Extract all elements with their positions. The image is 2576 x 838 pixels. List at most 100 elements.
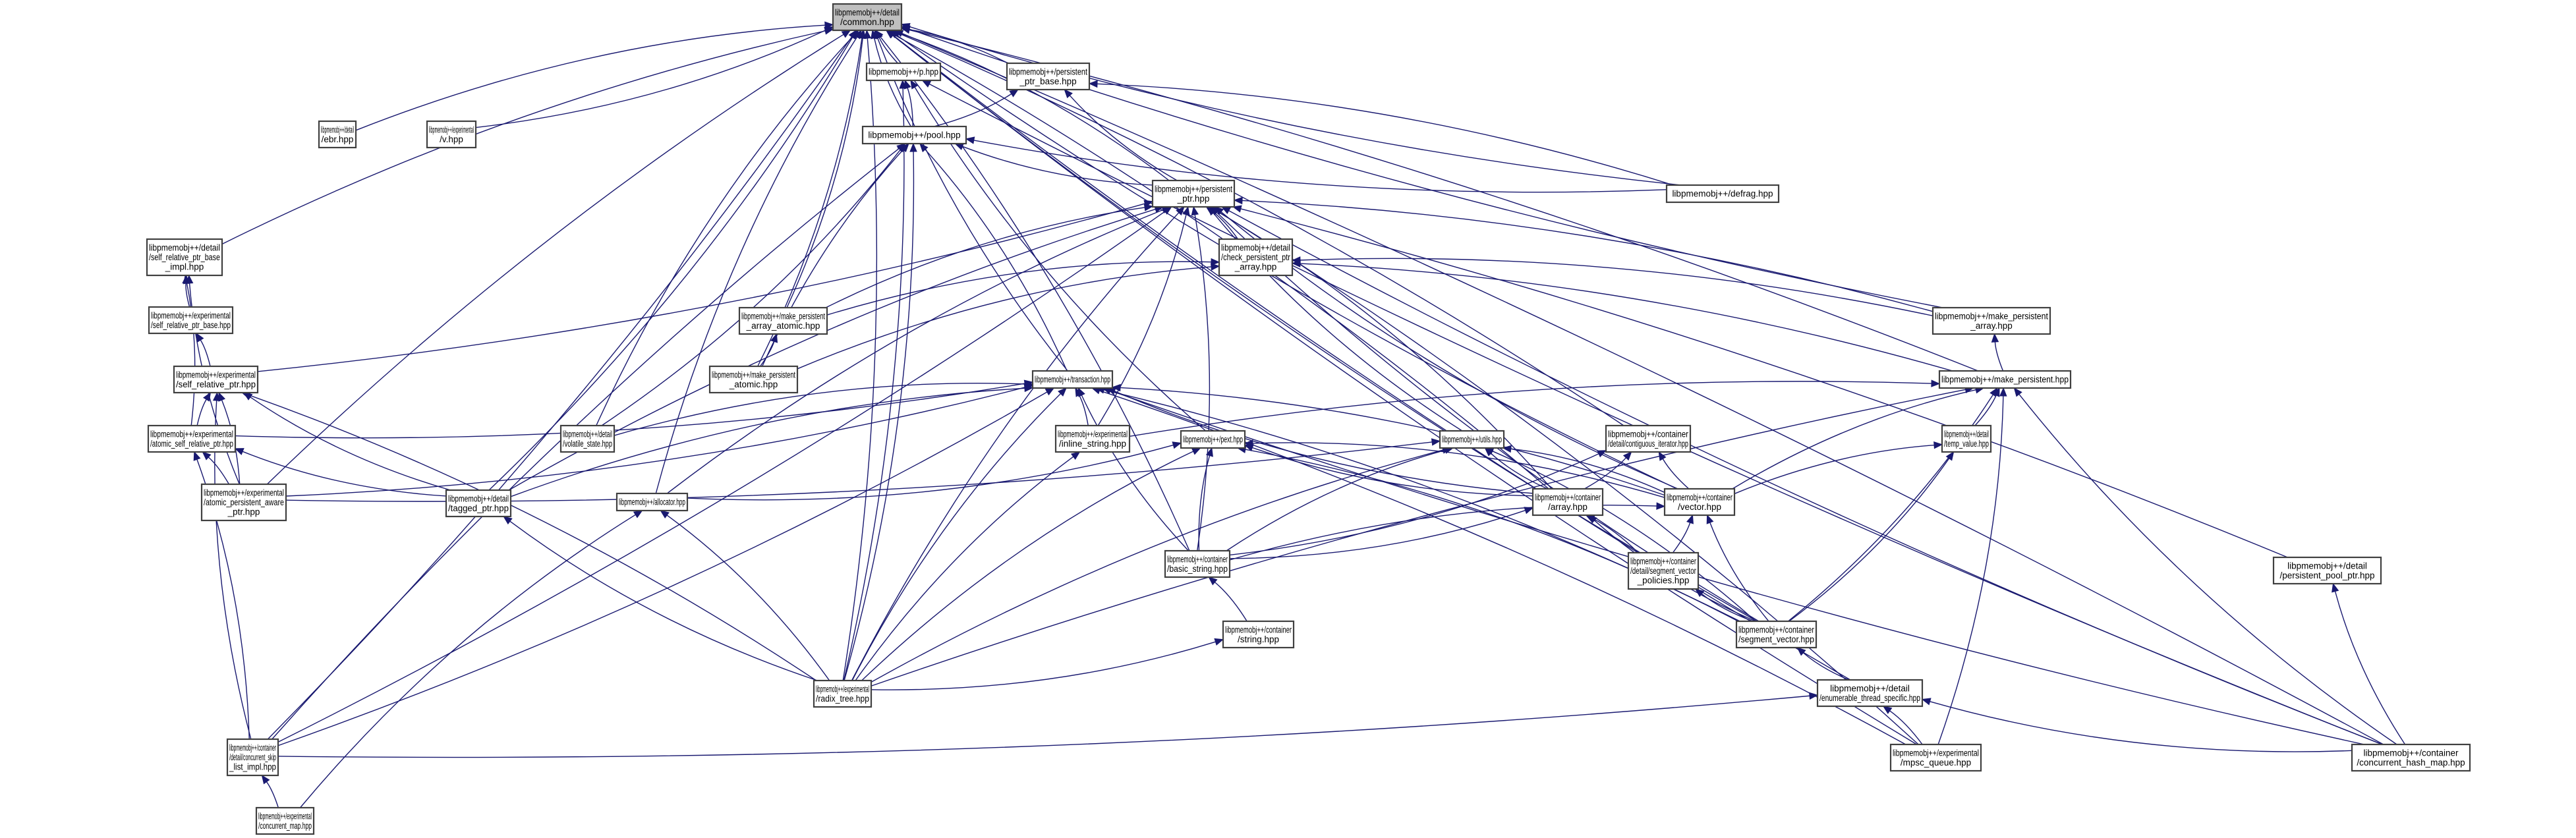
node-label-line: _ptr.hpp <box>227 507 260 517</box>
node-label-line: libpmemobj++/experimental <box>150 429 233 439</box>
edge-line <box>221 30 826 245</box>
dependency-edge <box>1064 89 1178 181</box>
graph-node-vector[interactable]: libpmemobj++/container/vector.hpp <box>1663 488 1736 517</box>
graph-node-persistent-ptr-base[interactable]: libpmemobj++/persistent_ptr_base.hpp <box>1006 62 1091 91</box>
graph-node-concurrent-skip-list-impl[interactable]: libpmemobj++/container/detail/concurrent… <box>226 738 279 777</box>
graph-node-persistent-ptr[interactable]: libpmemobj++/persistent_ptr.hpp <box>1151 179 1236 208</box>
node-box <box>445 489 512 518</box>
node-label-line: /v.hpp <box>440 134 463 144</box>
dependency-edge <box>1088 80 1674 186</box>
node-box <box>1938 370 2072 389</box>
graph-node-enumerable-thread-specific[interactable]: libpmemobj++/detail/enumerable_thread_sp… <box>1816 679 1924 708</box>
graph-node-allocator[interactable]: libpmemobj++/allocator.hpp <box>615 492 689 512</box>
graph-node-p[interactable]: libpmemobj++/p.hpp <box>865 62 942 82</box>
node-label-line: libpmemobj++/detail <box>321 125 354 134</box>
edge-line <box>973 140 1667 193</box>
arrowhead-icon <box>965 136 975 144</box>
graph-node-make-persistent-array-atomic[interactable]: libpmemobj++/make_persistent_array_atomi… <box>738 306 828 335</box>
graph-node-volatile-state[interactable]: libpmemobj++/detail/volatile_state.hpp <box>559 424 615 453</box>
dependency-edge <box>257 200 1154 372</box>
edge-line <box>1492 451 1756 622</box>
edge-line <box>208 457 230 485</box>
graph-node-atomic-self-relative-ptr[interactable]: libpmemobj++/experimental/atomic_self_re… <box>147 424 237 453</box>
arrowhead-icon <box>1064 89 1073 99</box>
graph-node-radix-tree[interactable]: libpmemobj++/experimental/radix_tree.hpp <box>813 679 873 708</box>
node-label-line: libpmemobj++/detail <box>149 243 220 253</box>
edge-line <box>601 150 901 426</box>
node-label-line: /ebr.hpp <box>322 134 354 144</box>
graph-node-pool[interactable]: libpmemobj++/pool.hpp <box>861 125 967 145</box>
dependency-edge <box>1484 447 1548 489</box>
graph-node-concurrent-hash-map[interactable]: libpmemobj++/container/concurrent_hash_m… <box>2351 743 2471 772</box>
graph-node-pext[interactable]: libpmemobj++/pext.hpp <box>1180 430 1246 449</box>
dependency-edge <box>355 21 834 131</box>
graph-node-array[interactable]: libpmemobj++/container/array.hpp <box>1531 488 1604 517</box>
graph-node-self-relative-ptr[interactable]: libpmemobj++/experimental/self_relative_… <box>173 365 259 394</box>
graph-node-make-persistent-array[interactable]: libpmemobj++/make_persistent_array.hpp <box>1932 306 2051 335</box>
graph-node-contiguous-iterator[interactable]: libpmemobj++/container/detail/contiguous… <box>1605 424 1692 453</box>
dependency-edge <box>1226 446 1454 551</box>
node-label-line: /vector.hpp <box>1678 502 1721 512</box>
edge-line <box>1245 449 1739 622</box>
node-label-line: libpmemobj++/experimental <box>1058 429 1128 439</box>
graph-node-self-relative-ptr-base-impl[interactable]: libpmemobj++/detail/self_relative_ptr_ba… <box>146 238 223 277</box>
edge-line <box>1732 389 1976 489</box>
graph-node-check-persistent-ptr-array[interactable]: libpmemobj++/detail/check_persistent_ptr… <box>1218 238 1294 277</box>
arrowhead-icon <box>848 29 857 40</box>
dependency-edge <box>1191 206 1211 551</box>
graph-node-transaction[interactable]: libpmemobj++/transaction.hpp <box>1031 370 1114 389</box>
edge-line <box>235 383 1025 439</box>
arrowhead-icon <box>1221 206 1231 215</box>
node-label-line: _ptr_base.hpp <box>1019 76 1076 86</box>
dependency-edge <box>1694 588 1754 622</box>
dependency-edge <box>1502 445 1665 493</box>
node-box <box>1941 424 1992 453</box>
graph-node-ebr[interactable]: libpmemobj++/detail/ebr.hpp <box>318 120 357 149</box>
edge-line <box>1198 455 1211 551</box>
dependency-edge <box>886 30 1851 681</box>
dependency-edge <box>261 774 279 808</box>
graph-node-segment-vector-policies[interactable]: libpmemobj++/container/detail/segment_ve… <box>1627 551 1700 590</box>
graph-node-make-persistent-atomic[interactable]: libpmemobj++/make_persistent_atomic.hpp <box>708 365 799 394</box>
dependency-edge <box>825 204 1154 308</box>
graph-node-v[interactable]: libpmemobj++/experimental/v.hpp <box>426 120 477 149</box>
dependency-edge <box>1796 647 1849 681</box>
node-label-line: _impl.hpp <box>165 262 204 272</box>
graph-node-make-persistent[interactable]: libpmemobj++/make_persistent.hpp <box>1938 370 2072 389</box>
graph-node-common[interactable]: libpmemobj++/detail/common.hpp <box>832 3 903 32</box>
graph-node-defrag[interactable]: libpmemobj++/defrag.hpp <box>1665 184 1780 204</box>
graph-node-basic-string[interactable]: libpmemobj++/container/basic_string.hpp <box>1164 549 1231 578</box>
node-label-line: libpmemobj++/detail <box>448 493 509 503</box>
edge-line <box>299 514 636 808</box>
graph-node-temp-value[interactable]: libpmemobj++/detail/temp_value.hpp <box>1941 424 1992 453</box>
graph-node-concurrent-map[interactable]: libpmemobj++/experimental/concurrent_map… <box>255 806 315 835</box>
graph-node-tagged-ptr[interactable]: libpmemobj++/detail/tagged_ptr.hpp <box>445 489 512 518</box>
node-box <box>1222 620 1295 649</box>
dependency-edge <box>894 30 2384 745</box>
graph-node-inline-string[interactable]: libpmemobj++/experimental/inline_string.… <box>1054 424 1131 453</box>
edge-line <box>242 451 447 497</box>
graph-node-segment-vector[interactable]: libpmemobj++/container/segment_vector.hp… <box>1735 620 1818 649</box>
graph-node-self-relative-ptr-base[interactable]: libpmemobj++/experimental/self_relative_… <box>148 306 234 335</box>
node-label-line: libpmemobj++/container <box>1167 554 1228 564</box>
node-label-line: _ptr.hpp <box>1177 194 1210 204</box>
edge-line <box>186 283 196 426</box>
node-label-line: /common.hpp <box>840 17 894 27</box>
edge-line <box>871 389 1966 686</box>
graph-node-string[interactable]: libpmemobj++/container/string.hpp <box>1222 620 1295 649</box>
dependency-edge <box>851 206 1185 681</box>
edge-line <box>1662 459 1690 489</box>
dependency-edge <box>243 392 451 491</box>
dependency-edge <box>183 274 196 426</box>
graph-node-persistent-pool-ptr[interactable]: libpmemobj++/detail/persistent_pool_ptr.… <box>2272 556 2382 585</box>
edge-line <box>1252 442 1665 498</box>
node-label-line: /self_relative_ptr.hpp <box>176 379 256 389</box>
dependency-edge <box>510 384 1034 497</box>
graph-node-mpsc-queue[interactable]: libpmemobj++/experimental/mpsc_queue.hpp <box>1889 743 1982 772</box>
graph-node-atomic-persistent-aware-ptr[interactable]: libpmemobj++/experimental/atomic_persist… <box>200 483 287 522</box>
arrowhead-icon <box>1694 588 1705 598</box>
arrowhead-icon <box>770 333 778 343</box>
dependency-edge <box>266 30 851 485</box>
graph-node-utils[interactable]: libpmemobj++/utils.hpp <box>1439 430 1505 449</box>
